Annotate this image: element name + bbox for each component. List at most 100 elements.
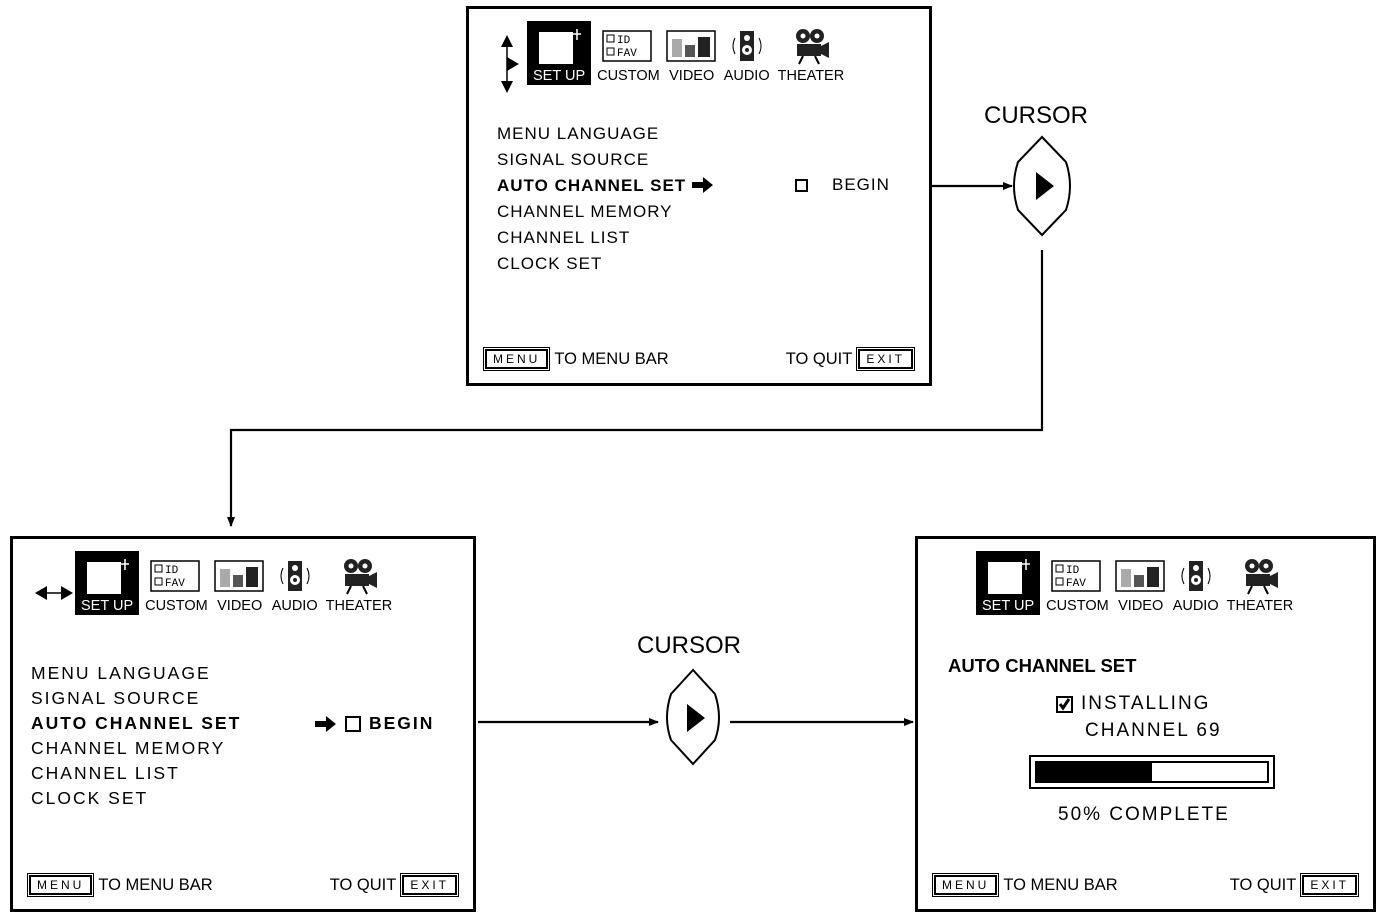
checkbox-unchecked[interactable] xyxy=(795,178,808,192)
menu-item[interactable]: CLOCK SET xyxy=(497,254,603,273)
left-right-nav-arrows-icon xyxy=(35,586,73,600)
tab-setup[interactable]: SET UP xyxy=(976,551,1041,615)
play-triangle-icon xyxy=(1036,172,1054,200)
footer-quit-text: TO QUIT xyxy=(329,875,397,894)
tv-antenna-icon xyxy=(539,29,582,64)
begin-option[interactable]: BEGIN xyxy=(795,175,890,195)
tv-antenna-icon xyxy=(988,559,1031,594)
checkbox-checked-icon xyxy=(1056,695,1073,713)
progress-fill xyxy=(1037,763,1152,781)
menu-item[interactable]: MENU LANGUAGE xyxy=(31,663,211,683)
speaker-icon xyxy=(732,31,762,61)
tab-video[interactable]: VIDEO xyxy=(213,555,266,615)
svg-text:FAV: FAV xyxy=(617,48,637,60)
svg-text:ID: ID xyxy=(1066,565,1080,577)
svg-text:ID: ID xyxy=(165,565,179,577)
begin-label: BEGIN xyxy=(369,713,435,733)
menu-item[interactable]: CHANNEL MEMORY xyxy=(497,202,673,221)
menu-item[interactable]: CHANNEL LIST xyxy=(497,228,631,247)
menu-item-selected[interactable]: AUTO CHANNEL SET xyxy=(497,173,714,199)
menu-key[interactable]: MENU xyxy=(26,873,95,897)
begin-option[interactable]: BEGIN xyxy=(315,713,434,734)
video-bars-icon xyxy=(665,30,716,62)
begin-label: BEGIN xyxy=(832,175,890,194)
tv-antenna-icon xyxy=(87,559,130,594)
tab-theater[interactable]: THEATER xyxy=(1225,555,1296,615)
exit-key[interactable]: EXIT xyxy=(1300,873,1359,897)
speaker-icon xyxy=(1181,561,1211,591)
progress-bar xyxy=(1029,755,1275,789)
exit-key[interactable]: EXIT xyxy=(856,347,915,371)
menu-item-selected[interactable]: AUTO CHANNEL SET xyxy=(31,713,242,733)
tab-audio[interactable]: AUDIO xyxy=(722,25,772,85)
svg-text:ID: ID xyxy=(617,35,631,47)
speaker-icon xyxy=(280,561,310,591)
tab-label: VIDEO xyxy=(669,68,715,84)
tab-label: AUDIO xyxy=(1172,598,1219,614)
menu-item[interactable]: CLOCK SET xyxy=(31,788,149,808)
tab-setup[interactable]: SET UP xyxy=(75,551,140,615)
installing-status: INSTALLING xyxy=(1056,693,1210,715)
svg-text:FAV: FAV xyxy=(1066,578,1086,590)
tab-label: SET UP xyxy=(533,68,586,84)
tab-video[interactable]: VIDEO xyxy=(1114,555,1167,615)
arrow-cursor-to-screen2 xyxy=(227,250,1044,527)
tab-label: THEATER xyxy=(1226,598,1294,614)
footer-quit-text: TO QUIT xyxy=(785,349,853,368)
svg-text:FAV: FAV xyxy=(165,578,185,590)
exit-key[interactable]: EXIT xyxy=(400,873,459,897)
menu-item[interactable]: CHANNEL LIST xyxy=(31,763,180,783)
video-bars-icon xyxy=(1114,560,1165,592)
menu-item[interactable]: MENU LANGUAGE xyxy=(497,124,660,143)
checkbox-unchecked[interactable] xyxy=(345,715,361,732)
tab-label: VIDEO xyxy=(1118,598,1164,614)
menu-item[interactable]: CHANNEL MEMORY xyxy=(31,738,226,758)
film-camera-icon xyxy=(795,29,829,65)
play-triangle-icon xyxy=(687,704,705,732)
film-camera-icon xyxy=(1244,559,1278,595)
tab-label: THEATER xyxy=(777,68,845,84)
cursor-right-button-1[interactable] xyxy=(1013,135,1071,237)
footer-menu-text: TO MENU BAR xyxy=(554,349,669,368)
menu-item[interactable]: SIGNAL SOURCE xyxy=(497,150,650,169)
cursor-right-button-2[interactable] xyxy=(666,668,720,766)
tab-audio[interactable]: AUDIO xyxy=(1171,555,1221,615)
tab-setup[interactable]: SET UP xyxy=(527,21,592,85)
tab-label: VIDEO xyxy=(217,598,263,614)
setup-menu-list: MENU LANGUAGE SIGNAL SOURCE AUTO CHANNEL… xyxy=(497,121,714,277)
menu-item-label: AUTO CHANNEL SET xyxy=(497,176,687,195)
tab-label: AUDIO xyxy=(271,598,318,614)
tab-video[interactable]: VIDEO xyxy=(665,25,718,85)
menu-key[interactable]: MENU xyxy=(931,873,1000,897)
tab-audio[interactable]: AUDIO xyxy=(270,555,320,615)
setup-menu-list: MENU LANGUAGE SIGNAL SOURCE AUTO CHANNEL… xyxy=(31,661,241,811)
film-camera-icon xyxy=(343,559,377,595)
menu-item[interactable]: SIGNAL SOURCE xyxy=(31,688,201,708)
tab-theater[interactable]: THEATER xyxy=(324,555,395,615)
tab-theater[interactable]: THEATER xyxy=(776,25,847,85)
right-arrow-icon xyxy=(315,715,336,732)
tab-label: CUSTOM xyxy=(1046,598,1109,614)
footer-quit-text: TO QUIT xyxy=(1229,875,1297,894)
footer-menu-text: TO MENU BAR xyxy=(1003,875,1118,894)
tab-label: AUDIO xyxy=(723,68,770,84)
right-arrow-icon xyxy=(691,177,713,193)
cursor-label-2: CURSOR xyxy=(637,632,742,659)
menu-key[interactable]: MENU xyxy=(482,347,551,371)
tab-label: SET UP xyxy=(982,598,1035,614)
progress-title: AUTO CHANNEL SET xyxy=(948,655,1137,676)
installing-label: INSTALLING xyxy=(1081,693,1211,714)
